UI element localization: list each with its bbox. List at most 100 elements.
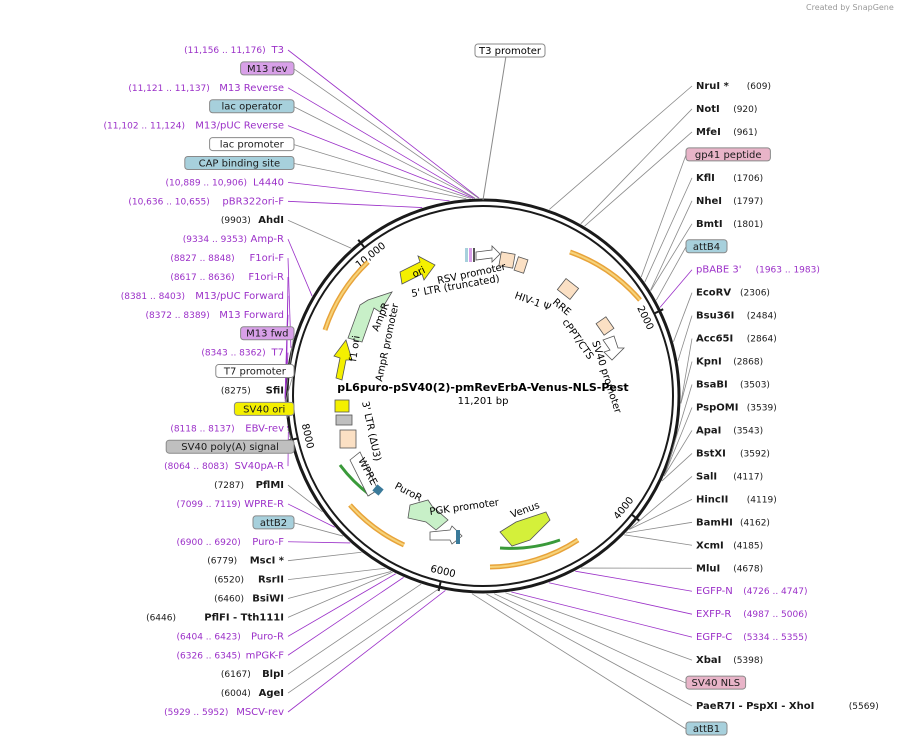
right-label-gp41-peptide[interactable]: gp41 peptide (685, 147, 771, 162)
leader (659, 269, 693, 308)
right-label-xcmi[interactable]: XcmI(4185) (696, 540, 763, 551)
left-label-ahdi[interactable]: AhdI(9903) (221, 215, 284, 226)
right-label-attb4[interactable]: attB4 (685, 239, 728, 254)
venus-arrow (499, 511, 551, 547)
leader (548, 582, 693, 615)
right-label-kfli[interactable]: KflI(1706) (696, 173, 763, 184)
puror-arrow (407, 499, 449, 531)
label-pos: (8118 .. 8137) (170, 424, 234, 434)
right-label-apai[interactable]: ApaI(3543) (696, 425, 763, 436)
left-label-mpgk-f[interactable]: mPGK-F(6326 .. 6345) (177, 650, 285, 661)
left-label-m13-fwd[interactable]: M13 fwd (240, 326, 295, 341)
right-label-bsu36i[interactable]: Bsu36I(2484) (696, 311, 777, 322)
left-label-sv40-ori[interactable]: SV40 ori (233, 401, 295, 416)
leader (287, 200, 423, 208)
label-text: NheI (696, 196, 722, 207)
leader (640, 154, 687, 278)
left-label-rsrii[interactable]: RsrII(6520) (214, 575, 284, 586)
right-label-sv40-nls[interactable]: SV40 NLS (685, 675, 747, 690)
label-pos: (3543) (733, 426, 763, 436)
label-text: AhdI (258, 215, 284, 226)
leader (293, 68, 479, 199)
left-label-lac-promoter[interactable]: lac promoter (209, 137, 295, 152)
left-label-bsiwi[interactable]: BsiWI(6460) (214, 594, 284, 605)
right-label-nhei[interactable]: NheI(1797) (696, 196, 763, 207)
leader (629, 476, 693, 530)
left-label-sv40pa-r[interactable]: SV40pA-R(8064 .. 8083) (164, 461, 284, 472)
label-pos: (6460) (214, 595, 244, 605)
right-label-acc65i[interactable]: Acc65I(2864) (696, 334, 777, 345)
right-label-bamhi[interactable]: BamHI(4162) (696, 517, 770, 528)
left-label-t7-promoter[interactable]: T7 promoter (215, 364, 295, 379)
left-label-attb2[interactable]: attB2 (252, 515, 295, 530)
label-pos: (4117) (733, 472, 763, 482)
label-pos: (920) (733, 105, 757, 115)
label-text: lac operator (222, 102, 283, 113)
left-label-pflmi[interactable]: PflMI(7287) (214, 480, 284, 491)
left-label-m13-reverse[interactable]: M13 Reverse(11,121 .. 11,137) (128, 83, 284, 94)
leader (505, 592, 693, 661)
left-label-blpi[interactable]: BlpI(6167) (221, 669, 284, 680)
left-label-msci-[interactable]: MscI *(6779) (207, 556, 285, 567)
right-label-bmti[interactable]: BmtI(1801) (696, 219, 763, 230)
right-label-egfp-n[interactable]: EGFP-N(4726 .. 4747) (696, 586, 807, 597)
label-pos: (7287) (214, 481, 244, 491)
left-label-f1ori-f[interactable]: F1ori-F(8827 .. 8848) (170, 253, 284, 264)
right-label-hincii[interactable]: HincII(4119) (696, 494, 777, 505)
right-label-bsabi[interactable]: BsaBI(3503) (696, 380, 770, 391)
left-label-puro-r[interactable]: Puro-R(6404 .. 6423) (177, 631, 285, 642)
right-label-xbai[interactable]: XbaI(5398) (696, 655, 763, 666)
label-text: XbaI (696, 655, 721, 666)
left-label-sv40-poly-a-signal[interactable]: SV40 poly(A) signal (165, 439, 295, 454)
right-label-ecorv[interactable]: EcoRV(2306) (696, 288, 770, 299)
right-label-bstxi[interactable]: BstXI(3592) (696, 448, 770, 459)
right-label-mlui[interactable]: MluI(4678) (696, 563, 763, 574)
left-label-amp-r[interactable]: Amp-R(9334 .. 9353) (183, 234, 284, 245)
label-pos: (10,636 .. 10,655) (128, 197, 209, 207)
leader (287, 219, 352, 249)
left-label-m13-rev[interactable]: M13 rev (240, 61, 295, 76)
leader (655, 246, 687, 301)
leader (287, 541, 351, 544)
left-label-lac-operator[interactable]: lac operator (209, 99, 295, 114)
label-text: HincII (696, 494, 728, 505)
right-label-attb1[interactable]: attB1 (685, 721, 728, 736)
right-label-paer7i-pspxi-xhoi[interactable]: PaeR7I - PspXI - XhoI(5569) (696, 701, 879, 712)
left-label-l4440[interactable]: L4440(10,889 .. 10,906) (166, 177, 284, 188)
right-label-sali[interactable]: SalI(4117) (696, 471, 763, 482)
left-label-f1ori-r[interactable]: F1ori-R(8617 .. 8636) (170, 272, 284, 283)
label-pos: (3503) (740, 381, 770, 391)
right-label-exfp-r[interactable]: EXFP-R(4987 .. 5006) (696, 609, 807, 620)
left-label-ebv-rev[interactable]: EBV-rev(8118 .. 8137) (170, 423, 284, 434)
leader (293, 144, 471, 199)
label-text: SV40pA-R (235, 461, 284, 472)
left-label-pbr322ori-f[interactable]: pBR322ori-F(10,636 .. 10,655) (128, 196, 284, 207)
left-label-m13-forward[interactable]: M13 Forward(8372 .. 8389) (146, 310, 284, 321)
leader (287, 182, 450, 202)
left-label-m13-puc-forward[interactable]: M13/pUC Forward(8381 .. 8403) (121, 291, 284, 302)
left-label-wpre-r[interactable]: WPRE-R(7099 .. 7119) (177, 499, 285, 510)
left-label-sfii[interactable]: SfiI(8275) (221, 385, 284, 396)
right-label-pbabe-3-[interactable]: pBABE 3'(1963 .. 1983) (696, 265, 820, 276)
right-label-kpni[interactable]: KpnI(2868) (696, 357, 763, 368)
right-label-mfei[interactable]: MfeI(961) (696, 127, 757, 138)
left-label-m13-puc-reverse[interactable]: M13/pUC Reverse(11,102 .. 11,124) (104, 121, 284, 132)
leader (287, 503, 335, 528)
right-label-egfp-c[interactable]: EGFP-C(5334 .. 5355) (696, 632, 807, 643)
left-label-agei[interactable]: AgeI(6004) (221, 688, 284, 699)
left-label-cap-binding-site[interactable]: CAP binding site (184, 155, 295, 170)
right-label-pspomi[interactable]: PspOMI(3539) (696, 403, 777, 414)
label-pos: (961) (733, 128, 757, 138)
right-label-nrui-[interactable]: NruI *(609) (696, 81, 771, 92)
left-label-puro-f[interactable]: Puro-F(6900 .. 6920) (177, 537, 285, 548)
label-text: BamHI (696, 517, 733, 528)
left-label-t3[interactable]: T3(11,156 .. 11,176) (184, 45, 284, 56)
label-pos: (2306) (740, 289, 770, 299)
label-text: NruI * (696, 81, 730, 92)
right-label-noti[interactable]: NotI(920) (696, 104, 757, 115)
left-label-t7[interactable]: T7(8343 .. 8362) (201, 348, 284, 359)
left-label-mscv-rev[interactable]: MSCV-rev(5929 .. 5952) (164, 707, 284, 718)
left-label-pflfi-tth111i[interactable]: PflFI - Tth111I(6446) (146, 612, 284, 623)
label-pos: (1963 .. 1983) (756, 266, 820, 276)
t3-promoter-box[interactable]: T3 promoter (474, 43, 546, 201)
